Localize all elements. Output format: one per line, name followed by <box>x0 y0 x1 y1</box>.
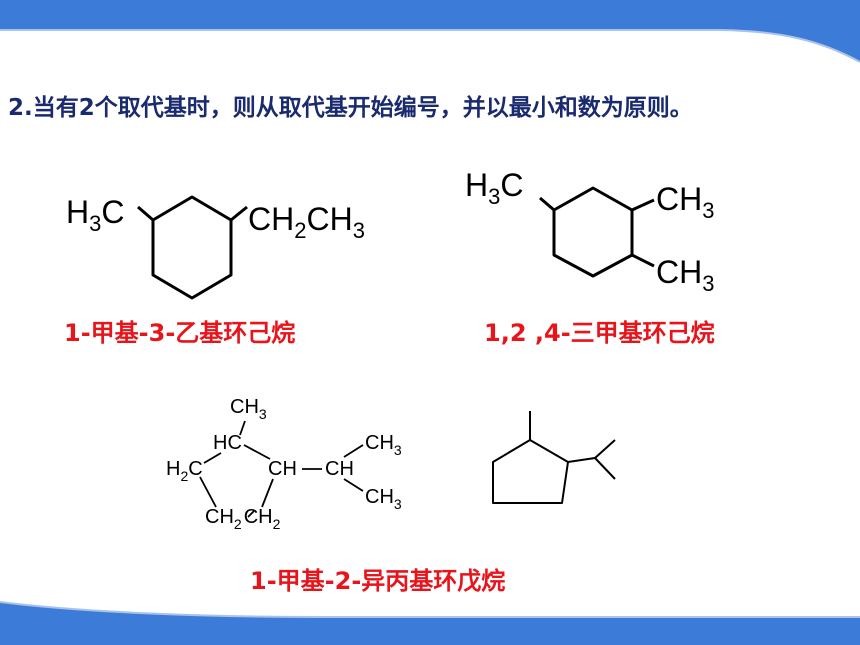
m3-ch-ring: CH <box>268 458 297 480</box>
m3-hc: HC <box>213 432 242 454</box>
m2-sub-b: 3 <box>702 271 714 296</box>
m3-h2c-c: C <box>188 458 202 480</box>
m3-ch2-b: CH <box>244 506 273 528</box>
m1-sub3b: 3 <box>353 218 365 243</box>
footer-bar <box>0 601 860 645</box>
m3-ch3-upper: CH <box>365 432 394 454</box>
m3-ch3-top-sub: 3 <box>259 406 267 422</box>
m3-ch-branch: CH <box>325 458 354 480</box>
m1-sub3: 3 <box>89 211 101 236</box>
svg-text:CH3: CH3 <box>365 486 402 512</box>
m3-ch3-top: CH <box>230 396 259 418</box>
molecule-1-structure: H3C CH2CH3 <box>66 194 365 300</box>
m3-ch3-upper-sub: 3 <box>394 442 402 458</box>
m3-ch3-lower-sub: 3 <box>394 496 402 512</box>
svg-text:CH3: CH3 <box>656 181 714 223</box>
svg-text:CH2CH3: CH2CH3 <box>248 201 365 243</box>
header-bar <box>0 0 860 28</box>
m1-sub2: 2 <box>294 218 306 243</box>
m2-h: H <box>465 167 488 203</box>
m3-ch3-lower: CH <box>365 486 394 508</box>
m3-ch2-b-sub: 2 <box>273 516 281 532</box>
m3-h2c-h: H <box>166 458 180 480</box>
svg-text:CH3: CH3 <box>230 396 267 422</box>
m3-h2c-sub: 2 <box>180 468 188 484</box>
m2-sub-a: 3 <box>702 198 714 223</box>
m3-ch2-a-sub: 2 <box>234 516 242 532</box>
svg-text:CH3: CH3 <box>365 432 402 458</box>
m2-ch-b: CH <box>656 254 702 290</box>
m2-c: C <box>500 167 523 203</box>
caption-molecule-2: 1,2 ,4-三甲基环己烷 <box>484 319 715 347</box>
m1-ch: CH <box>248 201 294 237</box>
svg-text:CH3: CH3 <box>656 254 714 296</box>
svg-text:H2C: H2C <box>166 458 203 484</box>
caption-molecule-1: 1-甲基-3-乙基环己烷 <box>64 319 296 347</box>
m2-sub3: 3 <box>488 184 500 209</box>
header-curve <box>0 28 860 63</box>
m1-ch2: CH <box>306 201 352 237</box>
molecule-3-skeletal <box>492 411 616 504</box>
molecule-2-structure: H3C CH3 CH3 <box>465 167 714 296</box>
svg-text:H3C: H3C <box>465 167 523 209</box>
caption-molecule-3: 1-甲基-2-异丙基环戊烷 <box>250 567 506 595</box>
m3-ch2-a: CH <box>205 506 234 528</box>
rule-text: 2.当有2个取代基时，则从取代基开始编号，并以最小和数为原则。 <box>8 95 693 121</box>
m1-c: C <box>101 194 124 230</box>
svg-text:H3C: H3C <box>66 194 124 236</box>
m1-h: H <box>66 194 89 230</box>
m2-ch-a: CH <box>656 181 702 217</box>
